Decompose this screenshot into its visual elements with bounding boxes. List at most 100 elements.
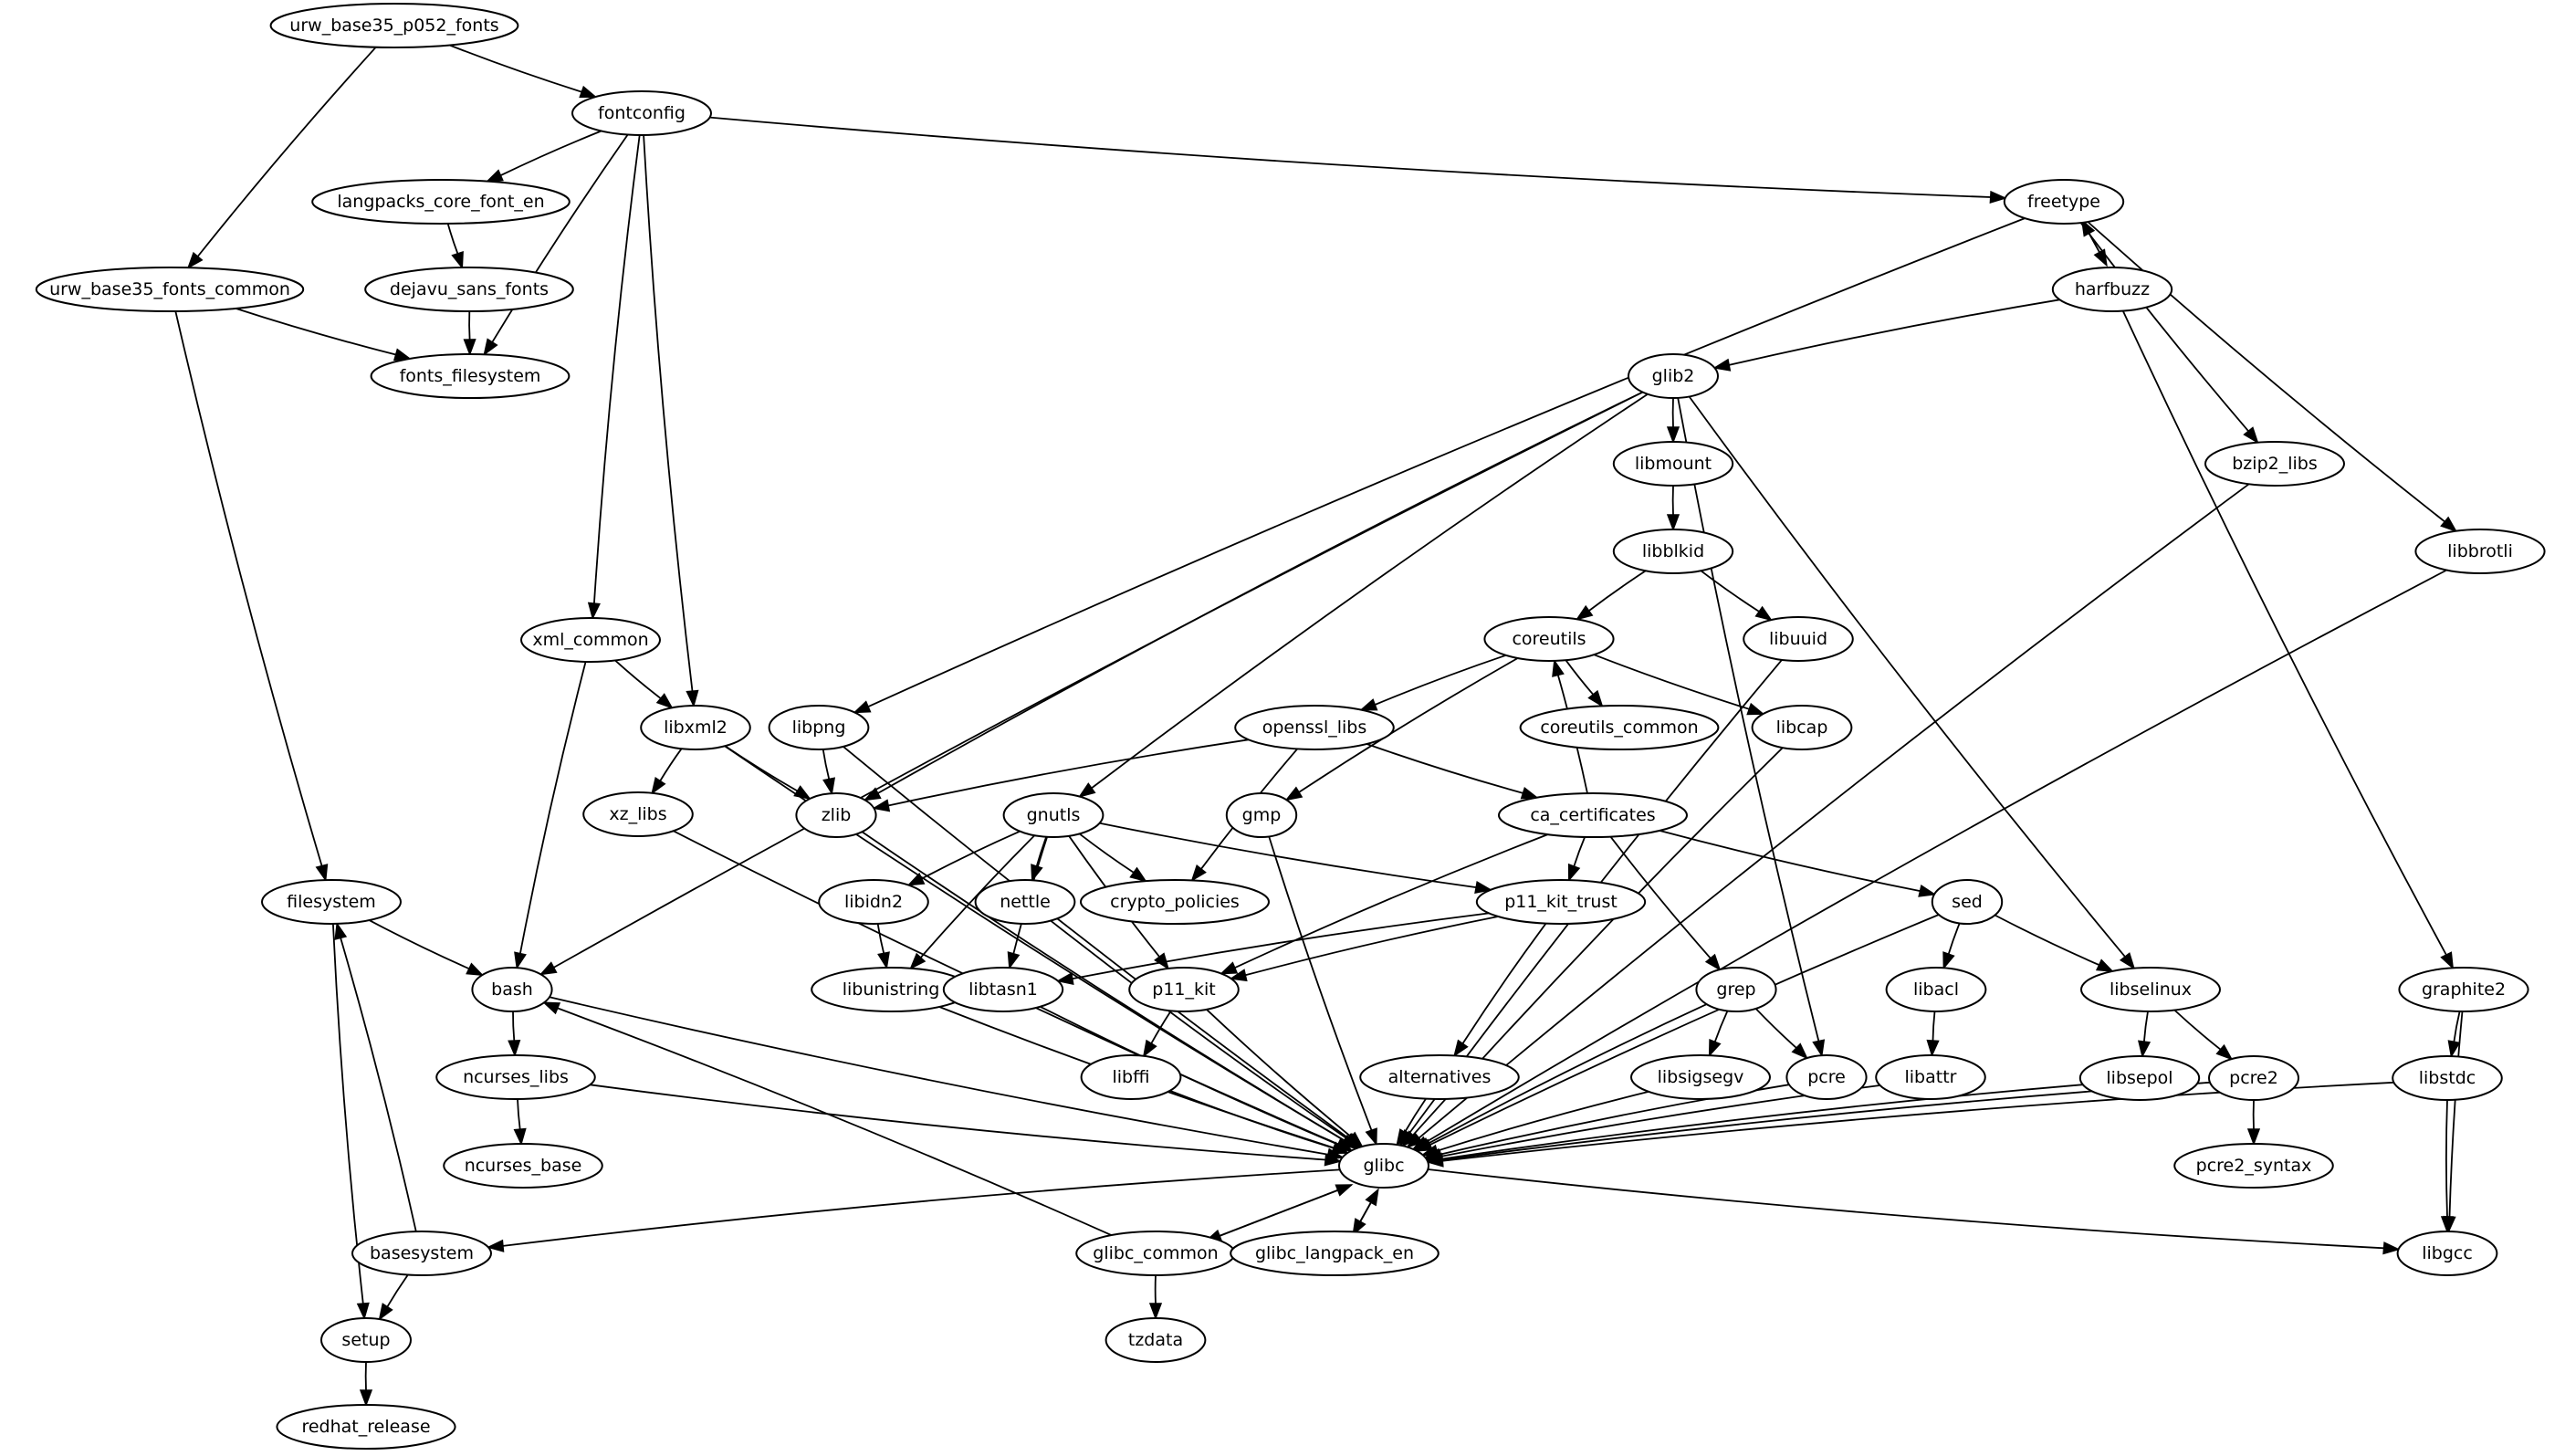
- arrowhead-icon: [2440, 951, 2455, 970]
- node-shape: [2392, 1055, 2503, 1101]
- node-libffi[interactable]: libffi: [1080, 1054, 1182, 1100]
- node-shape: [520, 617, 661, 663]
- node-shape: [276, 1404, 456, 1450]
- node-libidn2[interactable]: libidn2: [818, 879, 929, 925]
- node-basesystem[interactable]: basesystem: [351, 1231, 492, 1276]
- edge-line: [876, 923, 885, 954]
- node-coreutils-common[interactable]: coreutils_common: [1519, 705, 1720, 750]
- node-pcre[interactable]: pcre: [1785, 1054, 1868, 1100]
- node-langpacks-core-font-en[interactable]: langpacks_core_font_en: [311, 179, 571, 225]
- edge-graphite2-to-libstdc: [2447, 1011, 2461, 1059]
- node-libbrotli[interactable]: libbrotli: [2414, 529, 2546, 574]
- node-crypto-policies[interactable]: crypto_policies: [1080, 879, 1270, 925]
- arrowhead-icon: [1129, 866, 1147, 883]
- node-pcre2[interactable]: pcre2: [2208, 1055, 2299, 1101]
- edge-ca-certificates-to-p11-kit: [1220, 833, 1548, 975]
- edge-line: [590, 1084, 1326, 1161]
- node-nettle[interactable]: nettle: [974, 879, 1076, 925]
- arrowhead-icon: [451, 250, 464, 270]
- node-xml-common[interactable]: xml_common: [520, 617, 661, 663]
- edge-glib2-to-pcre: [1677, 397, 1826, 1058]
- node-libuuid[interactable]: libuuid: [1743, 616, 1854, 662]
- node-shape: [1630, 1054, 1771, 1100]
- arrowhead-icon: [686, 689, 699, 708]
- node-label: pcre: [1807, 1067, 1846, 1087]
- node-tzdata[interactable]: tzdata: [1105, 1317, 1207, 1363]
- node-libsigsegv[interactable]: libsigsegv: [1630, 1054, 1771, 1100]
- arrowhead-icon: [2215, 1043, 2234, 1061]
- node-libtasn1[interactable]: libtasn1: [942, 967, 1064, 1012]
- arrowhead-icon: [1426, 1154, 1444, 1168]
- node-libunistring[interactable]: libunistring: [811, 967, 971, 1012]
- node-dejavu-sans-fonts[interactable]: dejavu_sans_fonts: [364, 267, 574, 312]
- node-ca-certificates[interactable]: ca_certificates: [1498, 792, 1688, 838]
- node-gnutls[interactable]: gnutls: [1002, 792, 1105, 838]
- node-libxml2[interactable]: libxml2: [640, 705, 751, 750]
- node-libselinux[interactable]: libselinux: [2080, 967, 2221, 1012]
- node-libsepol[interactable]: libsepol: [2078, 1055, 2201, 1101]
- arrowhead-icon: [1926, 1039, 1940, 1058]
- arrowhead-icon: [1148, 1303, 1163, 1321]
- arrowhead-icon: [508, 1040, 521, 1058]
- node-libstdc[interactable]: libstdc: [2392, 1055, 2503, 1101]
- node-fonts-filesystem[interactable]: fonts_filesystem: [370, 353, 571, 399]
- node-pcre2-syntax[interactable]: pcre2_syntax: [2173, 1143, 2334, 1189]
- node-libpng[interactable]: libpng: [768, 705, 870, 750]
- edge-urw-base35-fonts-common-to-fonts-filesystem: [236, 308, 413, 361]
- node-gmp[interactable]: gmp: [1225, 792, 1298, 838]
- edge-grep-to-libsigsegv: [1708, 1011, 1729, 1058]
- edge-line: [236, 308, 396, 356]
- arrowhead-icon: [853, 700, 872, 714]
- node-label: setup: [341, 1330, 390, 1350]
- node-urw-base35-fonts-common[interactable]: urw_base35_fonts_common: [35, 267, 305, 312]
- node-p11-kit[interactable]: p11_kit: [1128, 967, 1240, 1012]
- edge-line: [1429, 914, 1940, 1146]
- edge-line: [1994, 914, 2099, 966]
- node-coreutils[interactable]: coreutils: [1483, 616, 1615, 662]
- arrowhead-icon: [378, 1303, 393, 1321]
- node-setup[interactable]: setup: [320, 1317, 412, 1363]
- arrowhead-icon: [1704, 953, 1722, 971]
- node-grep[interactable]: grep: [1695, 967, 1777, 1012]
- edge-line: [1677, 397, 1820, 1042]
- node-p11-kit-trust[interactable]: p11_kit_trust: [1475, 879, 1647, 925]
- node-sed[interactable]: sed: [1931, 879, 2004, 925]
- node-libacl[interactable]: libacl: [1885, 967, 1987, 1012]
- node-urw-base35-p052-fonts[interactable]: urw_base35_p052_fonts: [269, 3, 519, 48]
- node-ncurses-base[interactable]: ncurses_base: [443, 1143, 603, 1189]
- node-filesystem[interactable]: filesystem: [261, 879, 402, 925]
- node-libattr[interactable]: libattr: [1875, 1054, 1986, 1100]
- edge-libffi-to-glibc: [1169, 1090, 1350, 1155]
- node-graphite2[interactable]: graphite2: [2398, 967, 2529, 1012]
- node-glibc-common[interactable]: glibc_common: [1075, 1231, 1236, 1276]
- node-fontconfig[interactable]: fontconfig: [571, 90, 712, 136]
- node-glibc[interactable]: glibc: [1338, 1143, 1429, 1189]
- arrowhead-icon: [1918, 884, 1937, 897]
- node-libgcc[interactable]: libgcc: [2396, 1231, 2498, 1276]
- node-libcap[interactable]: libcap: [1751, 705, 1853, 750]
- node-ncurses-libs[interactable]: ncurses_libs: [435, 1054, 596, 1100]
- node-label: p11_kit_trust: [1504, 892, 1618, 912]
- node-alternatives[interactable]: alternatives: [1359, 1054, 1520, 1100]
- node-label: bzip2_libs: [2232, 454, 2317, 474]
- edge-glibc-common-to-glibc: [1205, 1184, 1354, 1242]
- node-label: crypto_policies: [1110, 892, 1240, 912]
- node-zlib[interactable]: zlib: [795, 792, 877, 838]
- node-shape: [2173, 1143, 2334, 1189]
- node-freetype[interactable]: freetype: [2003, 179, 2125, 225]
- node-glib2[interactable]: glib2: [1628, 353, 1719, 399]
- node-shape: [2080, 967, 2221, 1012]
- arrowhead-icon: [587, 602, 601, 621]
- node-bash[interactable]: bash: [471, 967, 553, 1012]
- node-shape: [795, 792, 877, 838]
- node-harfbuzz[interactable]: harfbuzz: [2051, 267, 2173, 312]
- node-bzip2-libs[interactable]: bzip2_libs: [2204, 441, 2345, 487]
- node-libblkid[interactable]: libblkid: [1612, 529, 1734, 574]
- node-glibc-langpack-en[interactable]: glibc_langpack_en: [1230, 1231, 1440, 1276]
- node-xz-libs[interactable]: xz_libs: [582, 791, 694, 837]
- edge-ca-certificates-to-sed: [1659, 830, 1937, 897]
- node-openssl-libs[interactable]: openssl_libs: [1234, 705, 1395, 750]
- node-libmount[interactable]: libmount: [1612, 441, 1734, 487]
- node-redhat-release[interactable]: redhat_release: [276, 1404, 456, 1450]
